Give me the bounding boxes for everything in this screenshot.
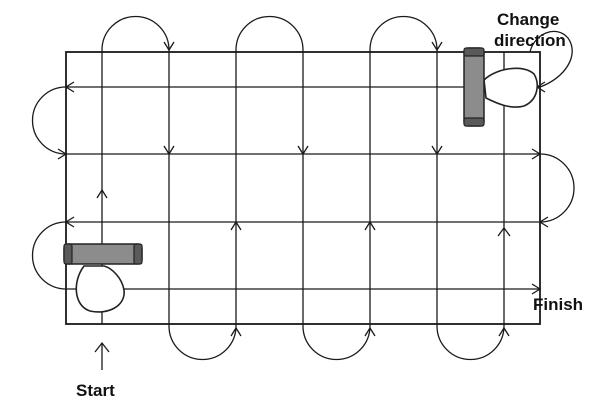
direction-arrows bbox=[57, 41, 549, 337]
arrow-down bbox=[431, 145, 443, 156]
arrow-up bbox=[230, 220, 242, 231]
bottom-turn-loops bbox=[168, 324, 505, 361]
right-turn-loop-change bbox=[529, 30, 573, 88]
arrow-left bbox=[538, 216, 549, 228]
bottom-turn-loop-3 bbox=[436, 324, 505, 361]
arrow-left bbox=[64, 81, 75, 93]
robot-seat bbox=[75, 265, 125, 313]
robot-mower-turn bbox=[463, 47, 538, 127]
arrow-up bbox=[96, 188, 108, 199]
robot-body bbox=[63, 243, 143, 265]
start-arrow bbox=[94, 341, 110, 370]
arrow-right bbox=[531, 283, 542, 295]
robot-body bbox=[463, 47, 485, 127]
bottom-turn-loop-1 bbox=[168, 324, 237, 361]
robot-mower-start bbox=[63, 243, 143, 313]
change-direction-label-line2: direction bbox=[494, 31, 566, 50]
arrow-left bbox=[64, 216, 75, 228]
bottom-turn-loop-2 bbox=[302, 324, 371, 361]
right-turn-loop-1 bbox=[539, 153, 575, 223]
arrow-up bbox=[497, 226, 511, 237]
arrow-down bbox=[163, 41, 175, 52]
robot-seat bbox=[483, 67, 538, 108]
left-turn-loop-2 bbox=[31, 221, 67, 290]
top-turn-loop-2 bbox=[235, 15, 304, 52]
finish-label: Finish bbox=[533, 295, 583, 314]
arrow-down bbox=[163, 145, 175, 156]
change-direction-label-line1: Change bbox=[497, 10, 559, 29]
arrow-right bbox=[531, 148, 542, 160]
left-turn-loop-1 bbox=[31, 86, 67, 155]
arrow-down bbox=[431, 41, 443, 52]
top-turn-loop-3 bbox=[369, 15, 438, 52]
top-turn-loop-1 bbox=[101, 15, 170, 52]
start-label: Start bbox=[76, 381, 115, 400]
arrow-up bbox=[364, 220, 376, 231]
arrow-up bbox=[230, 326, 242, 337]
top-turn-loops bbox=[101, 15, 438, 52]
arrow-up bbox=[364, 326, 376, 337]
vertical-passes bbox=[101, 52, 505, 324]
side-turn-loops bbox=[31, 30, 575, 290]
arrow-up bbox=[498, 326, 510, 337]
arrow-down bbox=[297, 145, 309, 156]
arrow-right bbox=[57, 148, 68, 160]
